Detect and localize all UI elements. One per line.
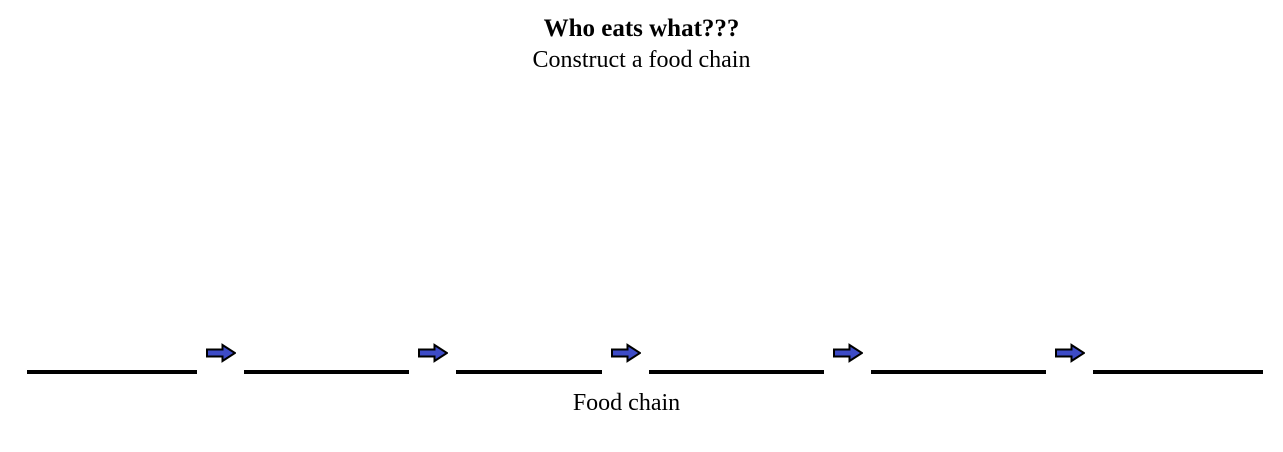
right-block-arrow-icon: [205, 343, 236, 363]
food-chain-slot-3[interactable]: [456, 370, 602, 374]
food-chain-diagram: Food chain: [0, 336, 1283, 417]
arrow-fill: [832, 343, 863, 363]
right-block-arrow-icon: [610, 343, 641, 363]
right-block-arrow-icon: [832, 343, 863, 363]
food-chain-slot-2[interactable]: [244, 370, 409, 374]
arrow-fill: [417, 343, 448, 363]
food-chain-label: Food chain: [572, 390, 681, 416]
food-chain-slot-6[interactable]: [1093, 370, 1263, 374]
arrow-fill: [205, 343, 236, 363]
arrow-fill: [610, 343, 641, 363]
food-chain-slot-1[interactable]: [27, 370, 197, 374]
food-chain-slot-4[interactable]: [649, 370, 824, 374]
header: Who eats what??? Construct a food chain: [0, 0, 1283, 77]
arrow-fill: [1054, 343, 1085, 363]
right-block-arrow-icon: [417, 343, 448, 363]
right-block-arrow-icon: [1054, 343, 1085, 363]
page-title: Who eats what???: [543, 15, 740, 42]
food-chain-slot-5[interactable]: [871, 370, 1046, 374]
page-subtitle: Construct a food chain: [532, 47, 751, 73]
food-chain-row: [0, 336, 1283, 374]
